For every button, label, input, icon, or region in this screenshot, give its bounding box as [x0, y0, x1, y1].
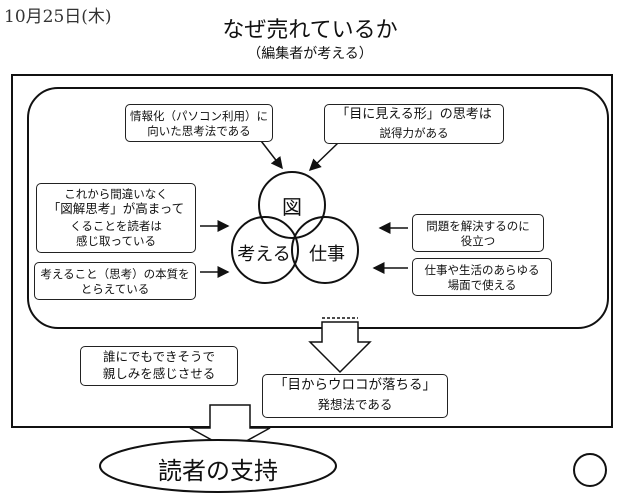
handwritten-note: 10月25日(木) — [4, 7, 112, 27]
box-familiar: 誰にでもできそうで 親しみを感じさせる — [80, 346, 238, 386]
box-info: 情報化（パソコン利用）に 向いた思考法である — [125, 104, 273, 142]
outer-frame — [11, 74, 613, 428]
box-essence: 考えること（思考）の本質を とらえている — [34, 262, 196, 300]
venn-label-right: 仕事 — [309, 244, 345, 265]
venn-label-top: 図 — [282, 195, 302, 219]
box-visible: 「目に見える形」の思考は 説得力がある — [324, 104, 504, 144]
box-trend: これから間違いなく 「図解思考」が高まって くることを読者は 感じ取っている — [36, 183, 196, 253]
page-title: なぜ売れているか — [222, 18, 398, 43]
box-work: 仕事や生活のあらゆる 場面で使える — [412, 258, 552, 296]
box-uroko: 「目からウロコが落ちる」 発想法である — [262, 374, 448, 418]
arrow-info — [257, 136, 283, 170]
venn-label-left: 考える — [237, 244, 291, 265]
venn-circle-top — [258, 171, 326, 239]
arrow-visible — [308, 142, 339, 172]
inner-panel — [27, 87, 609, 329]
circle-mark — [573, 453, 607, 487]
page-subtitle: （編集者が考える） — [247, 46, 373, 62]
result-ellipse — [99, 439, 337, 493]
down-arrow-center — [308, 321, 372, 374]
result-label: 読者の支持 — [158, 457, 278, 485]
down-arrow-result — [189, 404, 271, 451]
venn-circle-right — [291, 216, 359, 284]
box-problem: 問題を解決するのに 役立つ — [412, 214, 544, 252]
venn-circle-left — [231, 216, 299, 284]
